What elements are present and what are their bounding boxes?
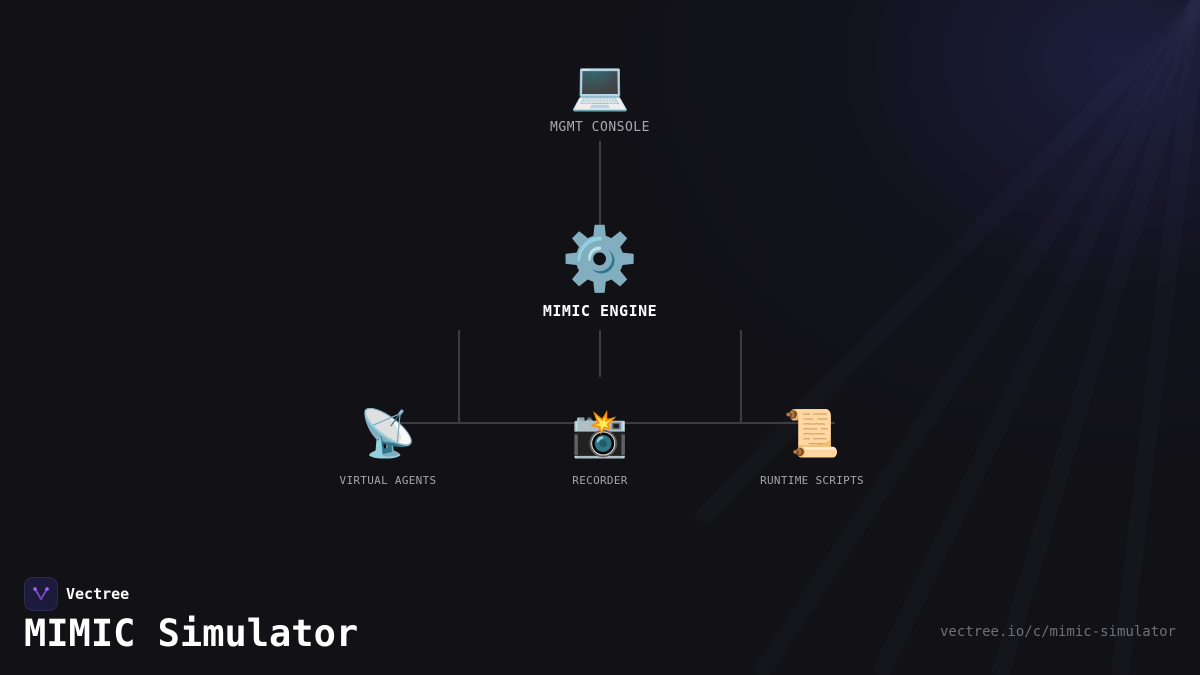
- page-title: MIMIC Simulator: [24, 612, 359, 655]
- runtime-scripts-label: RUNTIME SCRIPTS: [760, 474, 864, 487]
- mimic-engine-label: MIMIC ENGINE: [542, 302, 658, 320]
- gear-icon: ⚙️: [561, 222, 639, 295]
- brand-name: Vectree: [66, 585, 130, 603]
- scroll-icon: 📜: [783, 406, 841, 460]
- brand: Vectree: [24, 577, 129, 611]
- laptop-icon: 💻: [570, 58, 630, 114]
- satellite-antenna-icon: 📡: [359, 406, 417, 460]
- runtime-scripts-node: 📜 RUNTIME SCRIPTS: [760, 410, 864, 487]
- page-url: vectree.io/c/mimic-simulator: [939, 624, 1176, 640]
- recorder-label: RECORDER: [572, 474, 628, 487]
- virtual-agents-label: VIRTUAL AGENTS: [339, 474, 437, 487]
- camera-flash-icon: 📸: [571, 406, 629, 460]
- mgmt-console-label: MGMT CONSOLE: [550, 120, 650, 135]
- recorder-node: 📸 RECORDER: [571, 410, 628, 487]
- vectree-logo-icon: [24, 577, 58, 611]
- mimic-engine-node: ⚙️ MIMIC ENGINE: [542, 222, 658, 321]
- mgmt-console-node: 💻 MGMT CONSOLE: [550, 62, 650, 135]
- virtual-agents-node: 📡 VIRTUAL AGENTS: [340, 410, 437, 487]
